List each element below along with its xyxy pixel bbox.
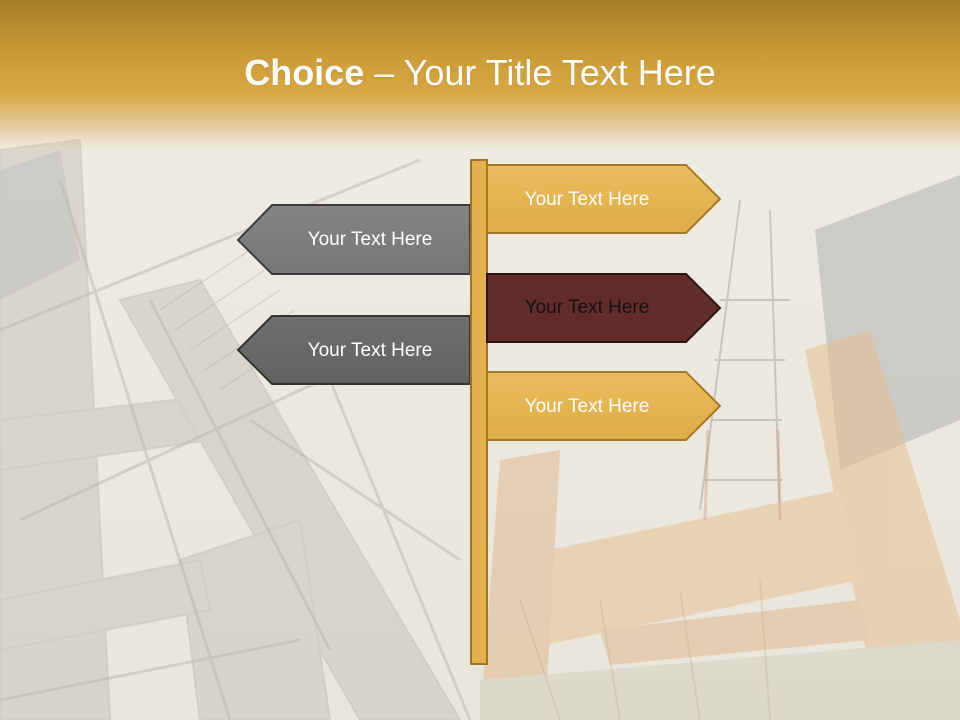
sign-right-middle[interactable] <box>486 273 722 343</box>
sign-right-top[interactable] <box>486 164 722 234</box>
sign-right-bottom-label: Your Text Here <box>524 396 650 417</box>
title-rest-text: – Your Title Text Here <box>364 52 716 93</box>
sign-left-top-label: Your Text Here <box>307 229 433 250</box>
title-header-band <box>0 0 960 150</box>
sign-right-bottom[interactable] <box>486 371 722 441</box>
title-bold-word: Choice <box>244 52 365 93</box>
sign-right-middle-label: Your Text Here <box>524 297 650 318</box>
slide-title: Choice – Your Title Text Here <box>0 52 960 94</box>
sign-left-top[interactable] <box>236 204 471 275</box>
sign-right-top-label: Your Text Here <box>524 189 650 210</box>
sign-post <box>470 159 488 665</box>
sign-left-bottom-label: Your Text Here <box>307 340 433 361</box>
sign-left-bottom[interactable] <box>236 315 471 385</box>
